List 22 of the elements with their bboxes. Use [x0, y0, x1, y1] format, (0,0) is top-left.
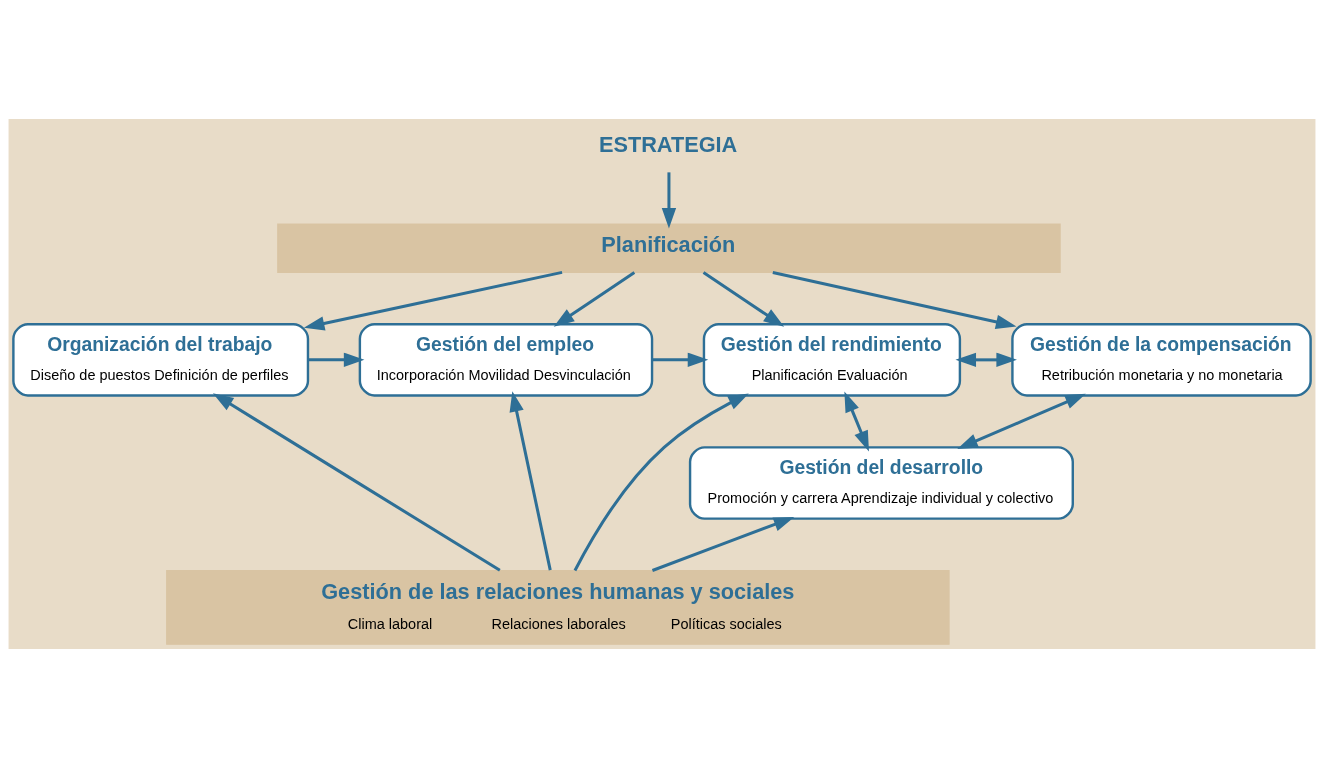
- arrow: [553, 270, 636, 327]
- arrow: [844, 390, 869, 451]
- node-box: Gestión de la compensación Retribución monetaria y no monetaria: [1011, 322, 1312, 397]
- arrow: [509, 390, 552, 570]
- arrow: [772, 270, 1017, 329]
- node-box: Gestión del empleo Incorporación Movilidad Desvinculación: [358, 322, 654, 397]
- arrow: [702, 270, 785, 327]
- arrow: [661, 171, 677, 229]
- arrow: [212, 392, 501, 572]
- node-box: Gestión del desarrollo Promoción y carrera Aprendizaje individual y colectivo: [688, 445, 1074, 520]
- arrow: [652, 352, 709, 367]
- node-box: Planificación: [277, 222, 1061, 273]
- arrow: [573, 392, 749, 571]
- node-text: ESTRATEGIA: [598, 131, 738, 157]
- node-box: Organización del trabajo Diseño de puestos Definición de perfiles: [12, 322, 310, 397]
- node-box: Gestión del rendimiento Planificación Evaluación: [702, 322, 962, 397]
- arrow: [308, 352, 365, 367]
- node-box: Gestión de las relaciones humanas y sociales Clima laboral Relaciones laborales Políticas sociales: [166, 569, 950, 645]
- arrow: [303, 270, 563, 331]
- arrow: [651, 516, 795, 572]
- arrow: [955, 352, 1017, 367]
- arrow: [957, 393, 1086, 449]
